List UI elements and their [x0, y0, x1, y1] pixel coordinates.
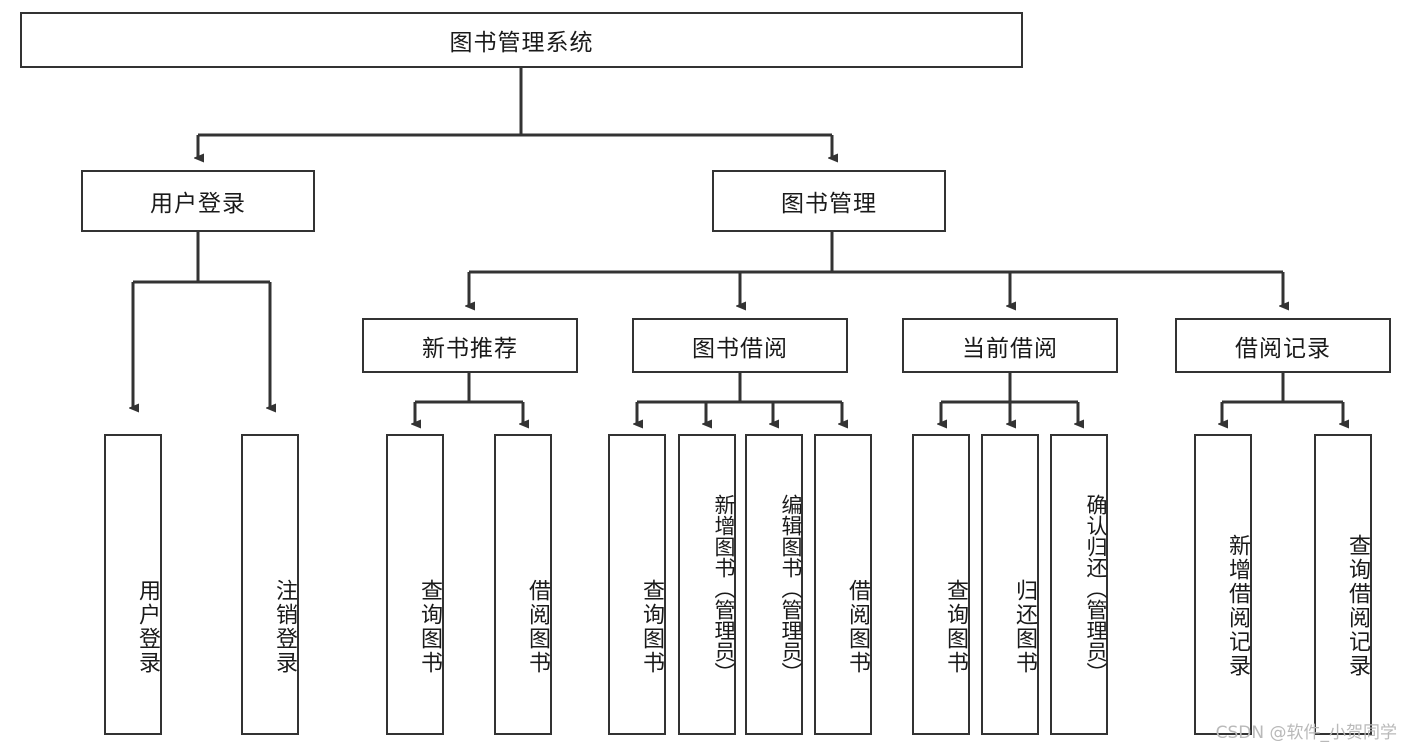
- node-label: 查询图书: [944, 578, 969, 675]
- node-label: 确认归还（管理员）: [1084, 494, 1107, 683]
- node-label: 新增借阅记录: [1226, 533, 1251, 678]
- node-label: 注销登录: [273, 578, 298, 675]
- leaf-current-query-book[interactable]: 查询图书: [912, 434, 970, 735]
- leaf-records-query-record[interactable]: 查询借阅记录: [1314, 434, 1372, 735]
- node-label: 新书推荐: [422, 334, 518, 361]
- node-new-book-recommend[interactable]: 新书推荐: [362, 318, 578, 373]
- node-label: 当前借阅: [962, 334, 1058, 361]
- node-label: 新增图书（管理员）: [712, 494, 735, 683]
- node-label: 查询借阅记录: [1346, 533, 1371, 678]
- node-book-borrow[interactable]: 图书借阅: [632, 318, 848, 373]
- node-book-management[interactable]: 图书管理: [712, 170, 946, 232]
- node-label: 图书管理: [781, 190, 877, 216]
- node-label: 归还图书: [1013, 578, 1038, 675]
- leaf-newbook-borrow-book[interactable]: 借阅图书: [494, 434, 552, 735]
- leaf-borrow-borrow-book[interactable]: 借阅图书: [814, 434, 872, 735]
- node-label: 编辑图书（管理员）: [779, 494, 802, 683]
- node-user-login[interactable]: 用户登录: [81, 170, 315, 232]
- node-label: 图书借阅: [692, 334, 788, 361]
- leaf-user-login[interactable]: 用户登录: [104, 434, 162, 735]
- node-current-borrow[interactable]: 当前借阅: [902, 318, 1118, 373]
- node-root-title[interactable]: 图书管理系统: [20, 12, 1023, 68]
- node-label: 借阅图书: [526, 578, 551, 675]
- leaf-borrow-edit-book-admin[interactable]: 编辑图书（管理员）: [745, 434, 803, 735]
- leaf-records-add-record[interactable]: 新增借阅记录: [1194, 434, 1252, 735]
- node-label: 借阅记录: [1235, 334, 1331, 361]
- csdn-watermark: CSDN @软件_小贺同学: [1215, 723, 1397, 743]
- node-label: 用户登录: [136, 578, 161, 675]
- leaf-current-confirm-return-admin[interactable]: 确认归还（管理员）: [1050, 434, 1108, 735]
- leaf-logout-login[interactable]: 注销登录: [241, 434, 299, 735]
- node-label: 查询图书: [418, 578, 443, 675]
- node-label: 查询图书: [640, 578, 665, 675]
- node-borrow-records[interactable]: 借阅记录: [1175, 318, 1391, 373]
- leaf-current-return-book[interactable]: 归还图书: [981, 434, 1039, 735]
- leaf-newbook-query-book[interactable]: 查询图书: [386, 434, 444, 735]
- node-label: 图书管理系统: [449, 29, 594, 55]
- node-label: 用户登录: [150, 190, 246, 216]
- leaf-borrow-query-book[interactable]: 查询图书: [608, 434, 666, 735]
- node-label: 借阅图书: [846, 578, 871, 675]
- leaf-borrow-add-book-admin[interactable]: 新增图书（管理员）: [678, 434, 736, 735]
